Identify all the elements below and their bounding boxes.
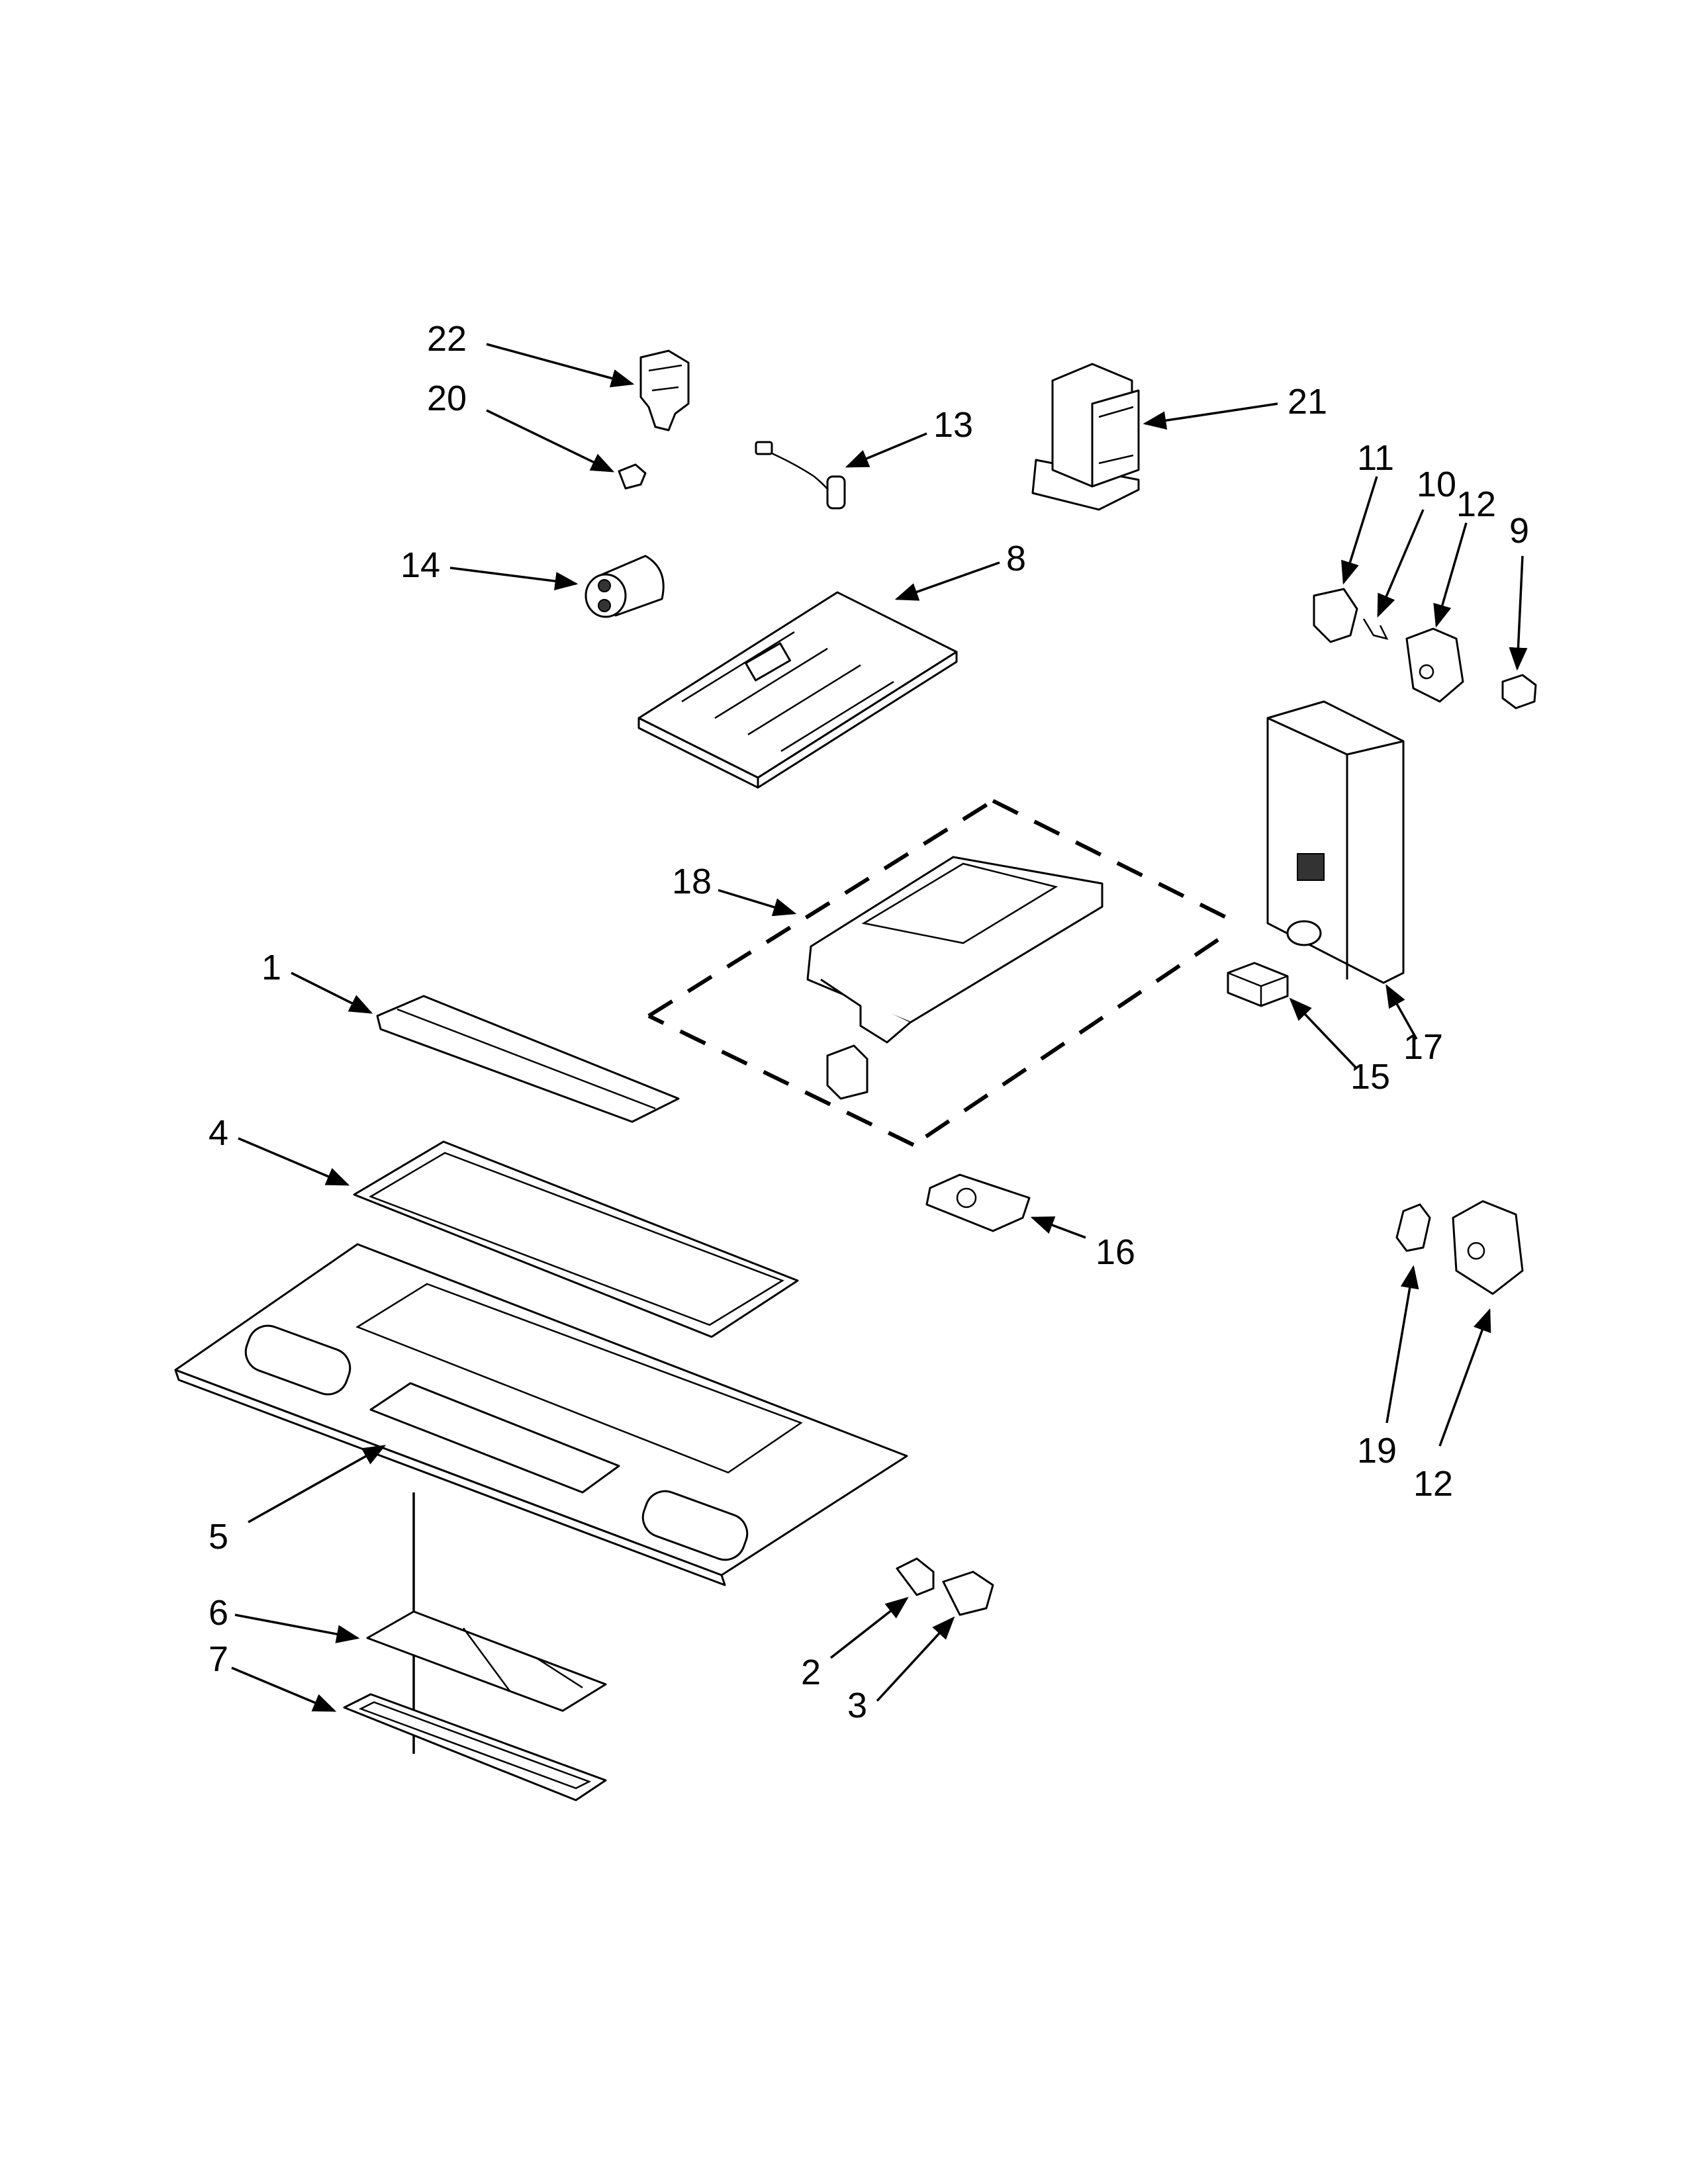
callout-11: 11 — [1357, 438, 1394, 478]
callout-12-upper: 12 — [1456, 484, 1496, 524]
part-14-capacitor — [585, 555, 665, 618]
callout-6: 6 — [209, 1593, 228, 1633]
callout-13: 13 — [933, 405, 973, 445]
callout-3: 3 — [847, 1686, 867, 1725]
part-4-filter — [353, 1140, 799, 1338]
part-16-plate — [925, 1173, 1031, 1232]
callout-9: 9 — [1509, 511, 1529, 551]
part-1-cover — [376, 995, 680, 1123]
part-22-bracket — [639, 349, 690, 432]
callout-7: 7 — [209, 1639, 228, 1679]
callout-12-lower: 12 — [1413, 1464, 1453, 1504]
part-2-bulb — [896, 1557, 935, 1596]
callout-15: 15 — [1350, 1057, 1390, 1097]
callout-8: 8 — [1006, 539, 1026, 578]
callout-5: 5 — [209, 1517, 228, 1557]
callout-21: 21 — [1288, 382, 1327, 422]
callout-2: 2 — [801, 1653, 821, 1692]
part-9-button — [1501, 674, 1537, 709]
callout-19: 19 — [1357, 1431, 1397, 1471]
callout-10: 10 — [1417, 465, 1456, 504]
callout-labels: 22 20 13 21 14 8 11 10 12 9 18 1 4 5 6 7… — [209, 319, 1529, 1725]
callout-22: 22 — [427, 319, 467, 359]
part-12-switch-upper — [1405, 627, 1464, 703]
part-13-wire-fuse — [755, 441, 846, 510]
part-7-frame — [343, 1693, 607, 1801]
callout-14: 14 — [400, 545, 440, 585]
callout-16: 16 — [1096, 1232, 1135, 1272]
part-10-lever — [1362, 618, 1389, 640]
part-6-lens — [366, 1610, 607, 1712]
callout-20: 20 — [427, 379, 467, 418]
part-21-transformer — [1031, 363, 1140, 511]
part-20-clip — [618, 463, 647, 490]
part-18-tray — [806, 856, 1103, 1044]
callout-18: 18 — [672, 862, 712, 901]
part-5-bottom-panel — [174, 1243, 908, 1586]
part-15-block — [1227, 962, 1289, 1007]
part-11-switch — [1313, 588, 1358, 643]
part-12-switch-lower — [1452, 1200, 1524, 1295]
part-8-base-plate — [637, 591, 958, 789]
leader-lines — [231, 343, 1528, 1712]
callout-17: 17 — [1403, 1027, 1443, 1067]
part-3-socket — [942, 1570, 994, 1616]
part-19-switch — [1395, 1203, 1431, 1252]
part-18-bracket — [826, 1044, 868, 1100]
callout-4: 4 — [209, 1113, 228, 1153]
part-17-duct — [1266, 700, 1405, 984]
callout-1: 1 — [261, 948, 281, 987]
